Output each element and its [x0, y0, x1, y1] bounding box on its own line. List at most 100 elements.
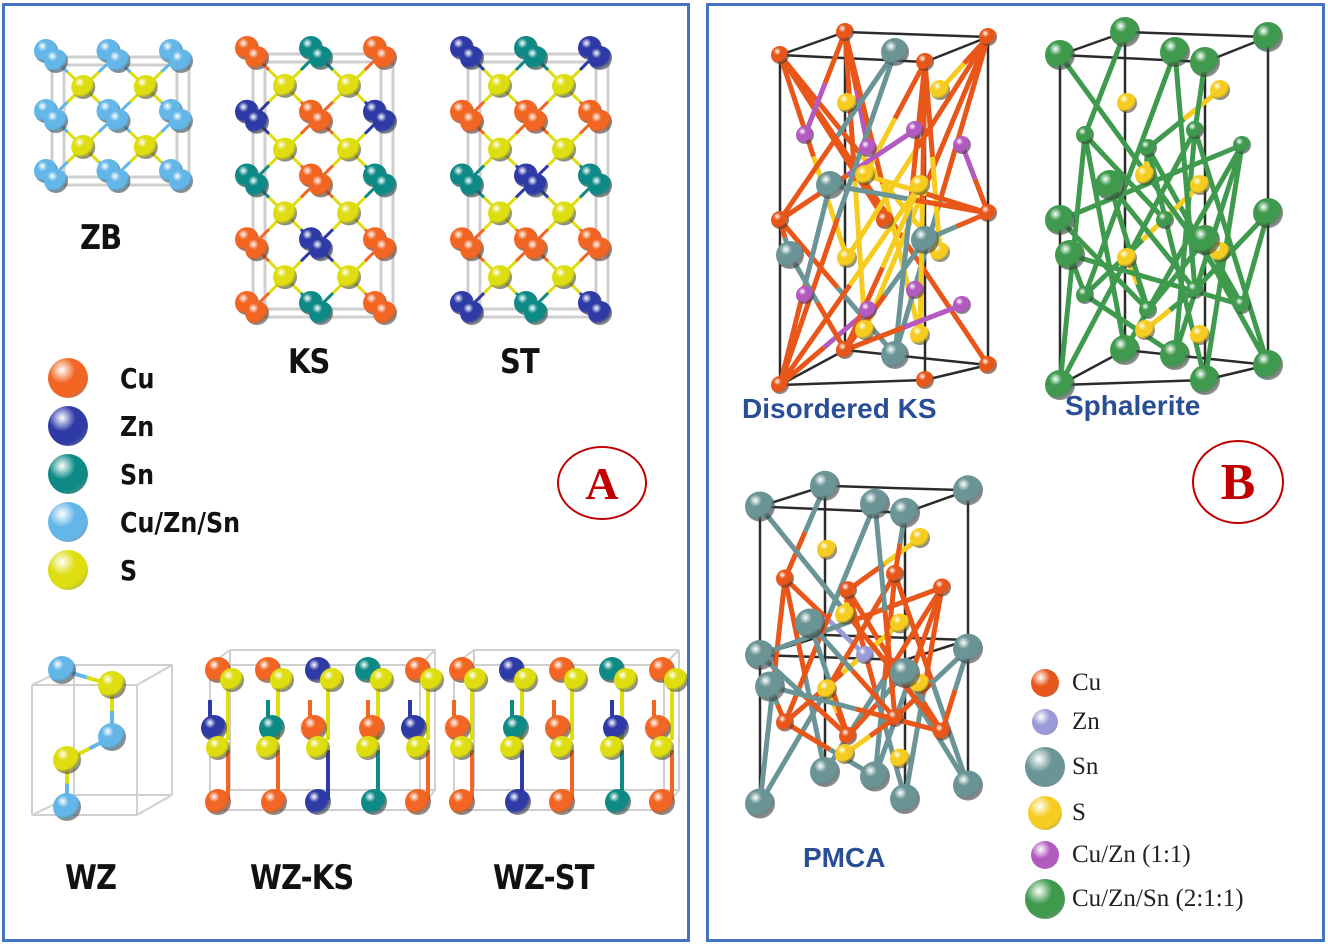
bond	[1070, 134, 1088, 261]
bond	[902, 692, 926, 800]
cuznsn-atom	[1045, 205, 1075, 235]
cuznsn-atom	[1186, 281, 1204, 299]
bond	[778, 218, 840, 290]
s-atom	[614, 668, 638, 692]
cu-atom	[771, 211, 789, 229]
s-atom	[890, 748, 910, 769]
s-atom	[564, 668, 588, 692]
cu-atom	[373, 46, 397, 70]
cu-atom	[524, 109, 548, 134]
s-atom	[1135, 165, 1155, 185]
cuznsn-atom	[1160, 37, 1190, 67]
bond	[802, 693, 850, 738]
cuznsn-atom	[1233, 296, 1251, 314]
s-atom	[420, 668, 444, 692]
label-wz-ks: WZ-KS	[250, 858, 354, 898]
cu-atom	[886, 709, 904, 727]
s-atom	[370, 668, 394, 692]
s-atom	[1190, 325, 1210, 345]
cuznsn-atom	[44, 169, 68, 193]
legend-label: Cu	[1072, 669, 1102, 696]
legend-item-s: S	[1024, 792, 1244, 834]
zn-atom	[603, 715, 629, 741]
sn-atom	[953, 475, 983, 506]
s-atom	[664, 668, 688, 692]
unit-cell-edge	[136, 664, 173, 686]
bond	[1127, 51, 1178, 175]
s-atom	[650, 736, 674, 760]
s-atom	[206, 736, 230, 760]
s-atom	[1210, 80, 1230, 100]
s-atom	[273, 265, 297, 290]
sn-atom	[524, 301, 548, 325]
cuznsn-atom	[1190, 47, 1220, 77]
cuzn-atom	[859, 139, 877, 157]
bond	[815, 301, 848, 352]
cuznsn-atom	[44, 109, 68, 133]
bond	[759, 618, 852, 658]
cuznsn-atom	[1055, 240, 1085, 270]
legend-panel-a: Cu Zn Sn Cu/Zn/Sn S	[48, 354, 261, 594]
sn-atom	[373, 173, 397, 198]
bond	[844, 325, 905, 353]
legend-item-s: S	[48, 546, 261, 594]
bond	[1192, 129, 1234, 249]
s-atom	[1190, 175, 1210, 195]
s-atom	[133, 135, 158, 159]
s-atom	[890, 613, 910, 634]
s-atom	[488, 201, 512, 226]
sn-atom	[755, 671, 785, 702]
cu-atom-icon	[48, 358, 88, 398]
cu-atom	[836, 341, 854, 359]
cu-atom	[916, 53, 934, 71]
bond	[1082, 134, 1108, 243]
s-atom	[552, 265, 576, 290]
s-atom	[337, 265, 361, 290]
sn-atom	[503, 715, 529, 741]
bond	[1181, 143, 1245, 249]
s-atom	[270, 668, 294, 692]
cu-atom	[309, 109, 333, 134]
s-atom	[306, 736, 330, 760]
unit-cell-edge	[924, 35, 989, 64]
bond	[1083, 292, 1132, 328]
cuznsn-atom	[1095, 170, 1125, 200]
cuzn-atom	[796, 286, 814, 304]
structure-zb	[34, 39, 193, 193]
sn-atom	[890, 658, 920, 688]
label-ks: KS	[288, 342, 330, 382]
s-atom	[488, 265, 512, 290]
s-atom	[450, 736, 474, 760]
cu-zn-sn-atom	[53, 793, 81, 821]
cuznsn-atom	[1190, 225, 1220, 255]
label-wz-st: WZ-ST	[493, 858, 594, 898]
s-atom-icon	[1028, 796, 1062, 830]
cuznsn-atom	[1253, 22, 1283, 52]
panel-b-badge: B	[1192, 440, 1284, 524]
unit-cell-edge	[844, 30, 989, 39]
sn-atom	[460, 173, 484, 198]
bond	[1172, 242, 1188, 356]
cu-atom	[876, 211, 894, 229]
cu-atom	[460, 237, 484, 262]
s-atom	[837, 93, 857, 113]
cu-atom	[373, 237, 397, 262]
bond	[1082, 172, 1133, 296]
bond	[1057, 259, 1075, 386]
s-atom	[356, 736, 380, 760]
cuzn-atom	[953, 136, 971, 154]
cu-zn-sn-atom	[48, 656, 76, 684]
cuznsn-atom	[1186, 121, 1204, 139]
s-atom	[855, 320, 875, 340]
legend-label: Cu	[120, 361, 155, 395]
s-atom	[488, 137, 512, 162]
bond	[862, 117, 898, 177]
cu-atom	[245, 46, 269, 70]
unit-cell-edge	[779, 378, 926, 387]
cuznsn-atom	[1045, 370, 1075, 400]
bond	[1145, 147, 1179, 265]
legend-item-cu-zn: Cu/Zn (1:1)	[1024, 834, 1244, 876]
cu-atom	[839, 727, 857, 745]
cuzn-atom	[796, 126, 814, 144]
sn-atom-icon	[48, 454, 88, 494]
